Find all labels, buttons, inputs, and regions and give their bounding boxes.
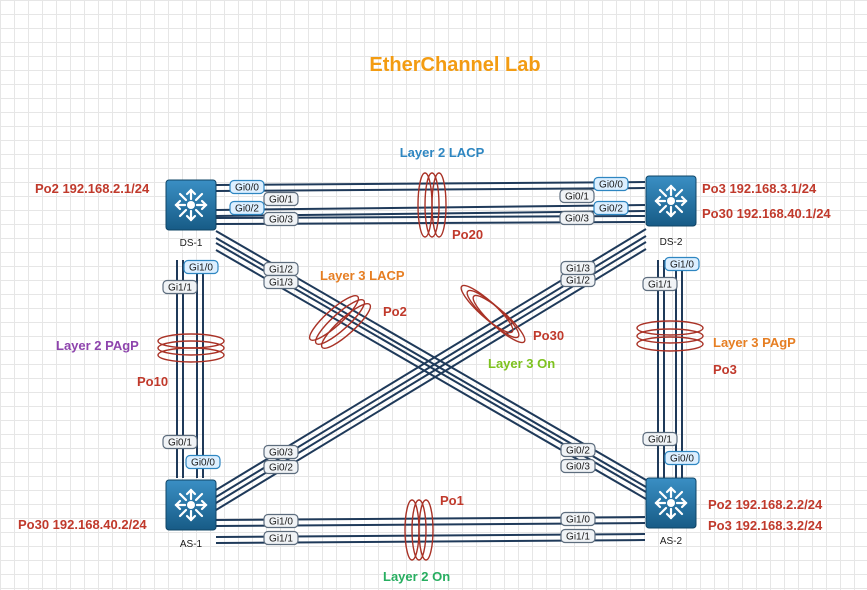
port-label-as2-gi01: Gi0/1 [648,435,672,446]
ring-po10 [157,333,225,363]
label-layer3-on: Layer 3 On [488,356,555,371]
port-label-ds1-gi01: Gi0/1 [269,195,293,206]
address-as1-po30: Po30 192.168.40.2/24 [18,517,147,532]
port-tag [593,200,629,216]
label-layer2-on: Layer 2 On [383,569,450,584]
ring-po2 [308,295,372,349]
port-label-as1-gi11: Gi1/1 [269,534,293,545]
port-label-as1-gi00: Gi0/0 [191,458,215,469]
port-label-ds2-gi01: Gi0/1 [565,192,589,203]
ds1-switch[interactable]: DS-1 [164,178,218,249]
label-po1: Po1 [440,493,464,508]
ds1-name: DS-1 [180,238,203,249]
ring-po3 [636,320,704,352]
multilayer-switch-icon [644,476,698,530]
port-tag [263,191,299,207]
multilayer-switch-icon [164,478,218,532]
port-label-ds1-gi11: Gi1/1 [168,283,192,294]
port-tag [642,276,678,292]
port-tag [185,454,221,470]
port-tag [263,274,299,290]
ring-po1 [404,499,434,561]
port-tag [183,259,219,275]
port-tags: Gi0/0 Gi0/1 Gi0/2 Gi0/3 Gi0/0 Gi0/1 Gi0/… [162,176,700,546]
port-label-as2-gi10: Gi1/0 [566,515,590,526]
ds2-switch[interactable]: DS-2 [644,174,698,248]
port-label-ds2-gi13: Gi1/3 [566,264,590,275]
port-label-as2-gi00: Gi0/0 [670,454,694,465]
port-label-as1-gi02: Gi0/2 [269,463,293,474]
port-tag [229,200,265,216]
port-label-ds1-gi12: Gi1/2 [269,265,293,276]
port-tag [560,528,596,544]
port-tag [263,530,299,546]
label-layer2-pagp: Layer 2 PAgP [56,338,139,353]
address-ds2-po3: Po3 192.168.3.1/24 [702,181,817,196]
port-tag [229,179,265,195]
port-label-ds2-gi11: Gi1/1 [648,280,672,291]
port-label-ds1-gi13: Gi1/3 [269,278,293,289]
port-label-ds1-gi00: Gi0/0 [235,183,259,194]
label-layer3-lacp: Layer 3 LACP [320,268,405,283]
label-po30-link: Po30 [533,328,564,343]
port-tag [162,279,198,295]
port-label-ds2-gi12: Gi1/2 [566,276,590,287]
port-tag [664,450,700,466]
label-po20: Po20 [452,227,483,242]
port-tag [162,434,198,450]
port-tag [642,431,678,447]
address-ds1-po2: Po2 192.168.2.1/24 [35,181,150,196]
port-label-ds2-gi10: Gi1/0 [670,260,694,271]
port-label-as2-gi02: Gi0/2 [566,446,590,457]
port-tag [263,444,299,460]
port-label-as2-gi11: Gi1/1 [566,532,590,543]
multilayer-switch-icon [644,174,698,228]
port-tag [593,176,629,192]
port-label-ds2-gi02: Gi0/2 [599,204,623,215]
port-tag [560,260,596,276]
as1-switch[interactable]: AS-1 [164,478,218,550]
port-tag [263,459,299,475]
port-label-ds2-gi00: Gi0/0 [599,180,623,191]
port-tag [263,513,299,529]
port-label-as1-gi01: Gi0/1 [168,438,192,449]
port-tag [559,210,595,226]
port-tag [664,256,700,272]
diagram-title: EtherChannel Lab [369,54,540,76]
ds2-name: DS-2 [660,237,683,248]
as2-switch[interactable]: AS-2 [644,476,698,547]
label-layer2-lacp: Layer 2 LACP [400,145,485,160]
multilayer-switch-icon [164,178,218,232]
label-po2-lacp: Po2 [383,304,407,319]
port-label-ds1-gi10: Gi1/0 [189,263,213,274]
port-tag [560,442,596,458]
as2-name: AS-2 [660,536,683,547]
label-po10: Po10 [137,374,168,389]
port-label-as1-gi10: Gi1/0 [269,517,293,528]
port-label-ds2-gi03: Gi0/3 [565,214,589,225]
port-tag [559,188,595,204]
label-po3-pagp: Po3 [713,362,737,377]
port-label-ds1-gi03: Gi0/3 [269,215,293,226]
port-label-as1-gi03: Gi0/3 [269,448,293,459]
as1-name: AS-1 [180,539,203,550]
label-layer3-pagp: Layer 3 PAgP [713,335,796,350]
port-label-ds1-gi02: Gi0/2 [235,204,259,215]
address-as2-po3: Po3 192.168.3.2/24 [708,518,823,533]
address-ds2-po30: Po30 192.168.40.1/24 [702,206,831,221]
port-tag [560,511,596,527]
port-tag [263,211,299,227]
port-label-as2-gi03: Gi0/3 [566,462,590,473]
port-tag [560,458,596,474]
address-as2-po2: Po2 192.168.2.2/24 [708,497,823,512]
ring-po20 [417,172,447,238]
ring-po30 [460,284,526,344]
